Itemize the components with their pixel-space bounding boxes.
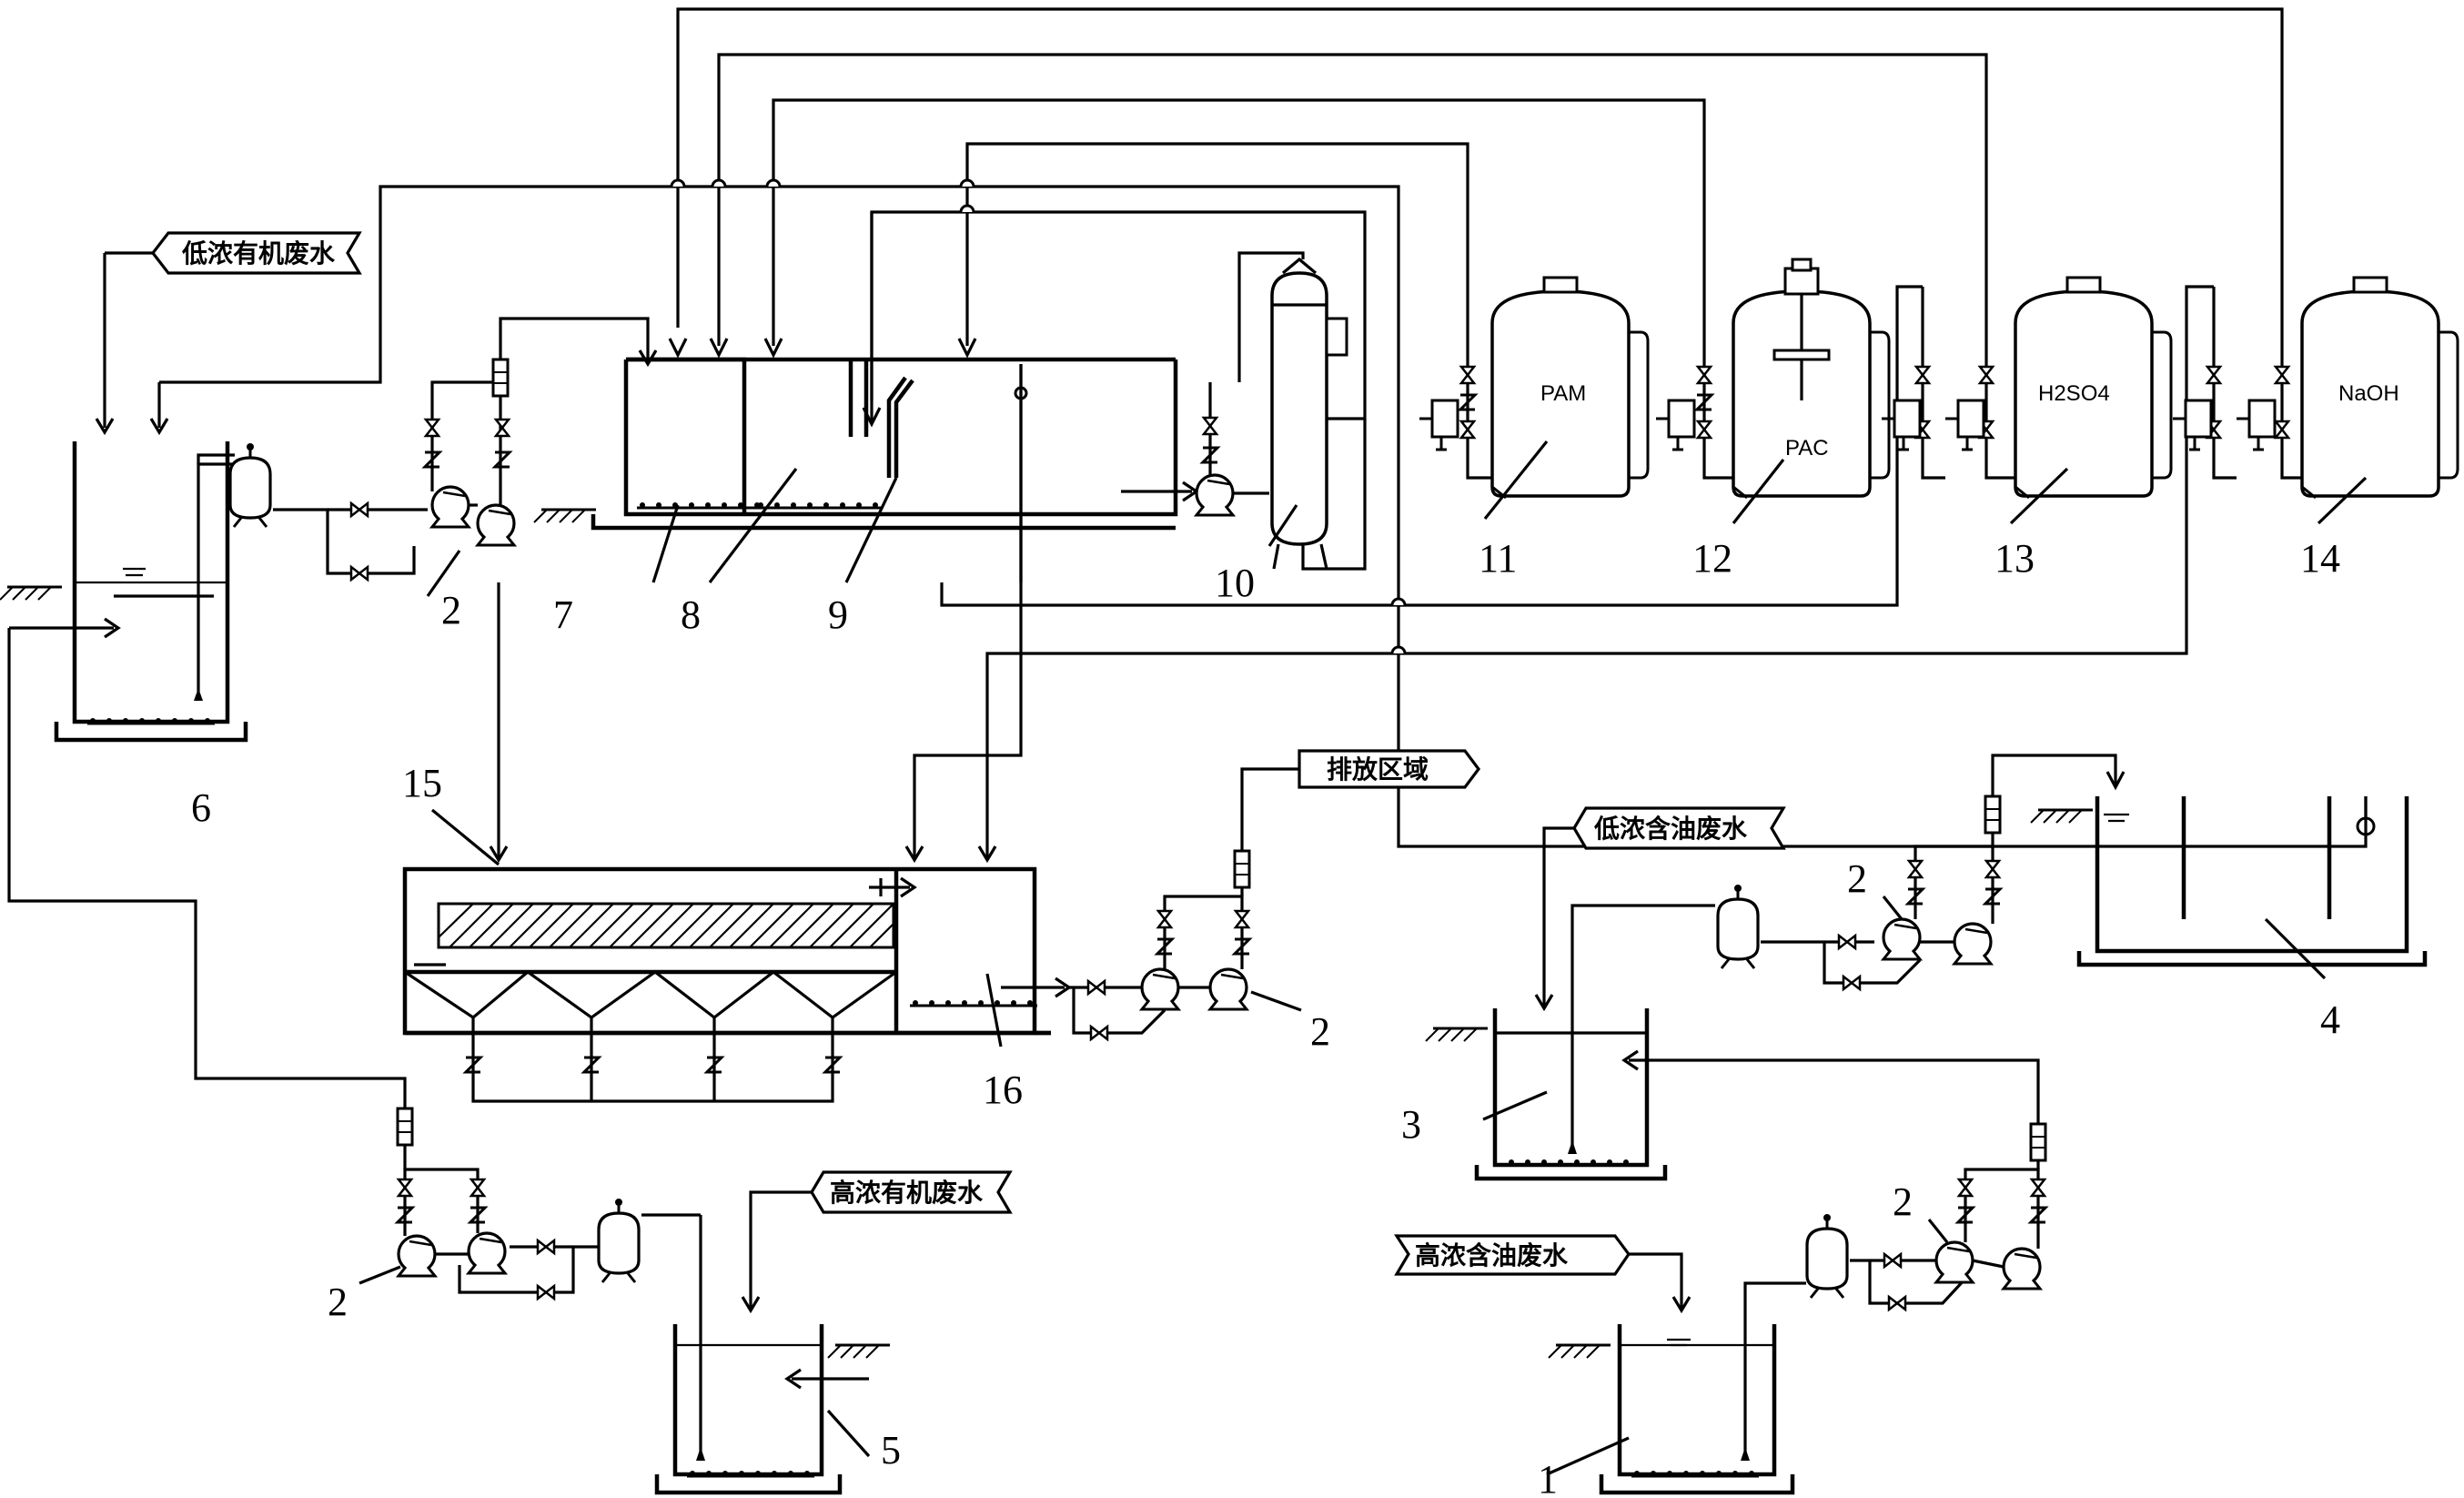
tank-h2so4: H2SO4 13 (1880, 276, 2173, 581)
label-11: 11 (1479, 536, 1517, 581)
tag-high-organic: 高浓有机废水 (810, 1170, 1013, 1214)
tank-1: 1 (1538, 1252, 1795, 1498)
label-4: 4 (2320, 997, 2340, 1042)
tank-pam: PAM 11 (1418, 276, 1650, 581)
pump-set-tank5: 2 (7, 628, 701, 1324)
label-2-d: 2 (1847, 856, 1867, 901)
tank-pam-label: PAM (1540, 381, 1586, 406)
label-2-a: 2 (441, 588, 461, 633)
label-12: 12 (1692, 536, 1732, 581)
label-9: 9 (828, 592, 848, 637)
tank-4: 4 (1991, 754, 2428, 1042)
label-10: 10 (1215, 561, 1255, 605)
tank-h2so4-label: H2SO4 (2038, 381, 2110, 406)
label-2-c: 2 (328, 1280, 348, 1324)
label-5: 5 (881, 1428, 901, 1473)
pump-set-discharge: 2 (1001, 767, 1330, 1054)
tag-high-oily: 高浓含油废水 (1394, 1234, 1631, 1276)
pump-set-tank6: 2 (197, 317, 658, 633)
pipe-crossings (670, 178, 1407, 654)
label-7: 7 (553, 592, 573, 637)
label-2-b: 2 (1310, 1009, 1330, 1054)
tank-5: 5 (654, 1190, 901, 1495)
tag-discharge: 排放区域 (1298, 749, 1480, 789)
tank-naoh-label: NaOH (2338, 381, 2399, 406)
tag-low-organic-text: 低浓有机废水 (181, 238, 336, 268)
tank-6: 6 (0, 253, 382, 830)
tag-discharge-text: 排放区域 (1327, 754, 1429, 784)
label-14: 14 (2300, 536, 2340, 581)
pump-set-tank3: 2 (1716, 795, 2002, 991)
label-3: 3 (1401, 1102, 1421, 1147)
filter-10: 10 (1195, 251, 1367, 605)
tag-high-oily-text: 高浓含油废水 (1415, 1240, 1569, 1270)
label-1: 1 (1538, 1457, 1558, 1498)
reaction-tanks: 7 8 9 (532, 212, 1199, 637)
tag-low-oily-text: 低浓含油废水 (1593, 814, 1748, 844)
label-16: 16 (983, 1068, 1023, 1112)
tank-3: 3 (1401, 826, 2040, 1181)
settling-tank-15-16: 15 16 (402, 364, 1051, 1112)
tag-low-oily: 低浓含油废水 (1572, 806, 1786, 850)
label-6: 6 (191, 785, 211, 830)
label-13: 13 (1994, 536, 2035, 581)
label-8: 8 (681, 592, 701, 637)
label-15: 15 (402, 761, 442, 805)
tank-naoh: NaOH 14 (2171, 276, 2459, 581)
tank-pac-label: PAC (1785, 436, 1829, 461)
tag-high-organic-text: 高浓有机废水 (830, 1178, 984, 1208)
tag-low-organic: 低浓有机废水 (105, 231, 362, 275)
pump-set-tank1: 2 (1788, 1122, 2047, 1311)
label-2-e: 2 (1893, 1179, 1913, 1224)
tank-pac: PAC 12 (1654, 258, 1891, 581)
